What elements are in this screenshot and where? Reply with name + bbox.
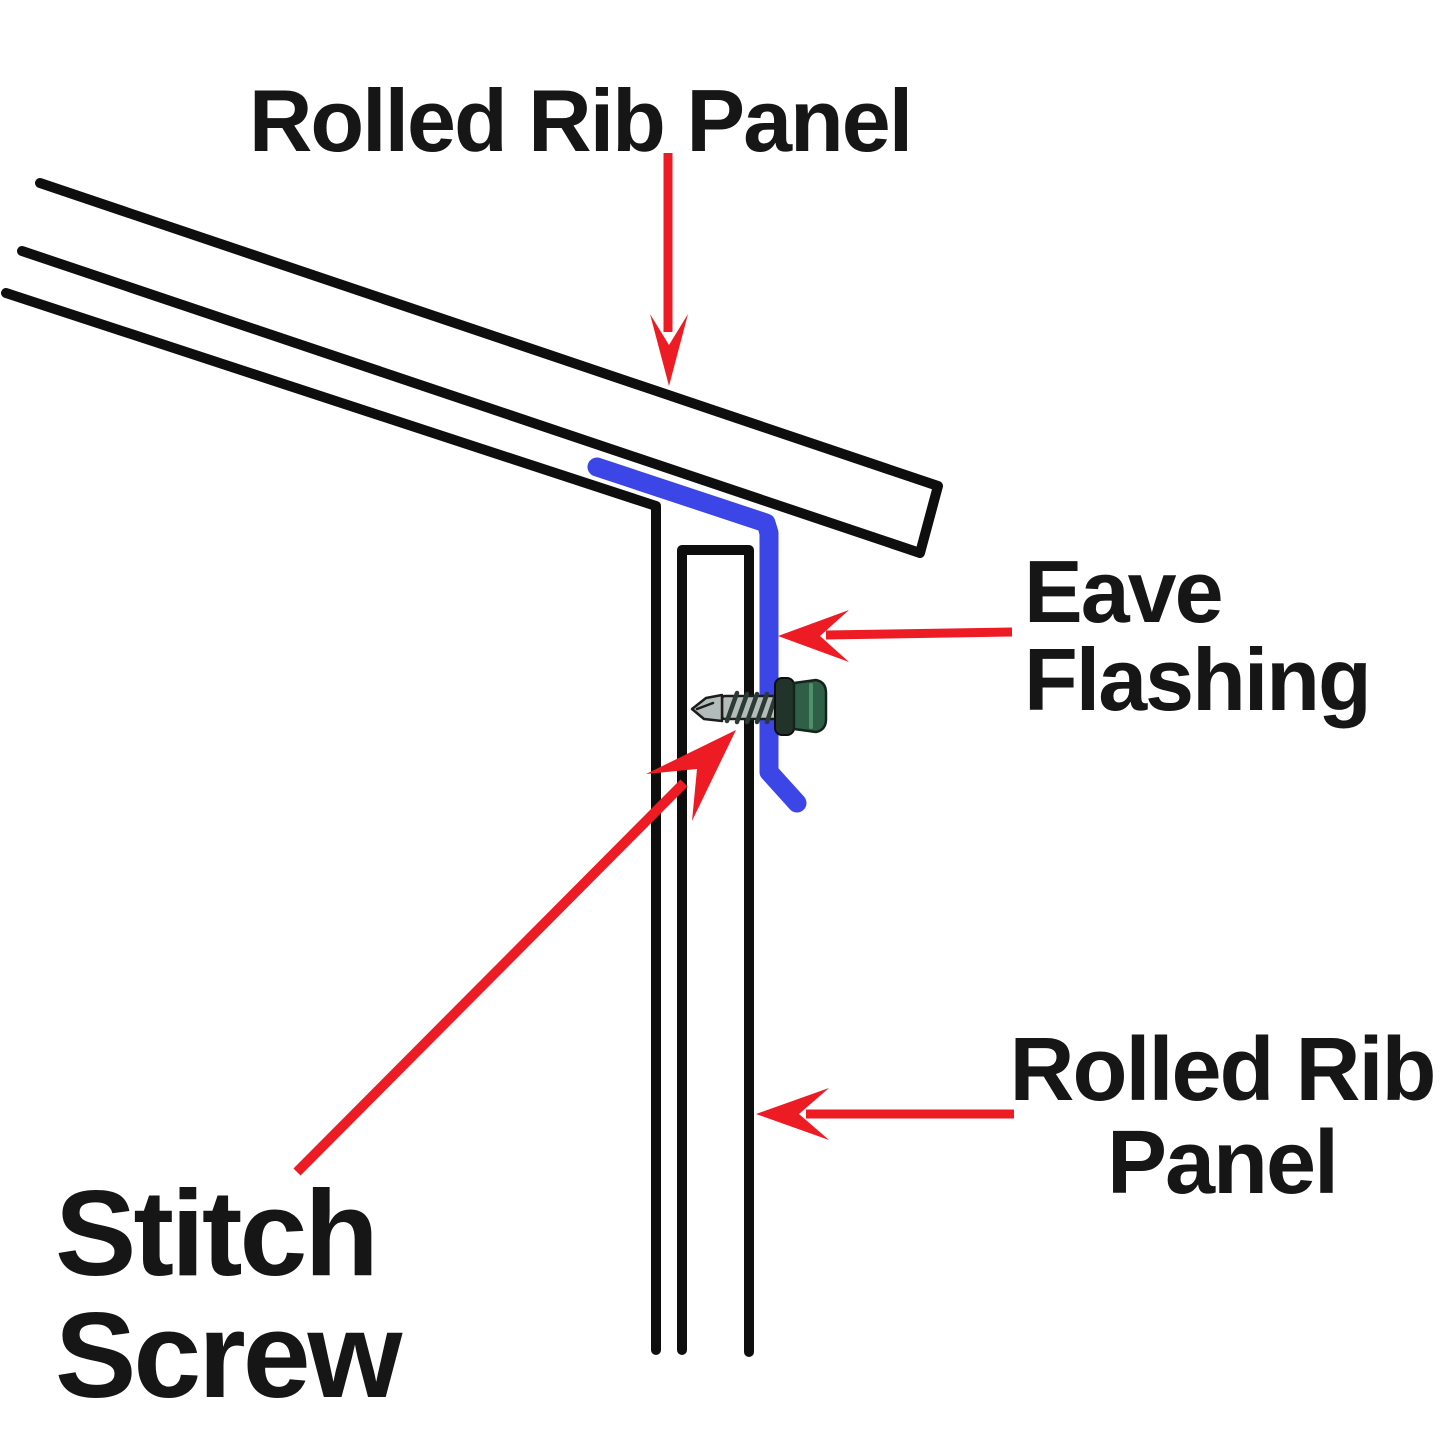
wall-panel-outline <box>677 545 754 1357</box>
eave-flashing-arrowhead <box>778 610 849 662</box>
screw-drill-flute <box>695 701 715 711</box>
svg-text:Eave: Eave <box>1024 542 1222 641</box>
svg-text:Flashing: Flashing <box>1024 630 1370 729</box>
wall-panel-arrow <box>756 1088 1014 1140</box>
wall-corner-outer-line <box>1 288 661 1355</box>
roof-panel-arrow <box>650 153 688 386</box>
stitch-screw-graphic <box>690 677 828 736</box>
stitch-screw-arrowhead <box>646 730 736 821</box>
wall-panel-label: Rolled Rib Panel <box>1010 1020 1437 1213</box>
stitch-screw-label: Stitch Screw <box>55 1165 407 1423</box>
roof-panel-arrowhead <box>650 314 688 386</box>
stitch-screw-arrow <box>293 730 736 1176</box>
svg-text:Screw: Screw <box>55 1287 404 1423</box>
svg-text:Panel: Panel <box>1107 1113 1337 1213</box>
screw-washer <box>774 677 795 736</box>
eave-flashing-line <box>587 457 807 813</box>
svg-text:Stitch: Stitch <box>55 1165 376 1301</box>
wall-panel-arrowhead <box>756 1088 829 1140</box>
eave-flashing-label: Eave Flashing <box>1024 542 1372 729</box>
roof-panel-label: Rolled Rib Panel <box>249 71 911 170</box>
eave-flashing-arrow <box>778 610 1013 662</box>
screw-drill-point <box>690 693 724 723</box>
roof-panel-outline <box>17 178 943 558</box>
svg-text:Rolled Rib: Rolled Rib <box>1010 1020 1435 1120</box>
